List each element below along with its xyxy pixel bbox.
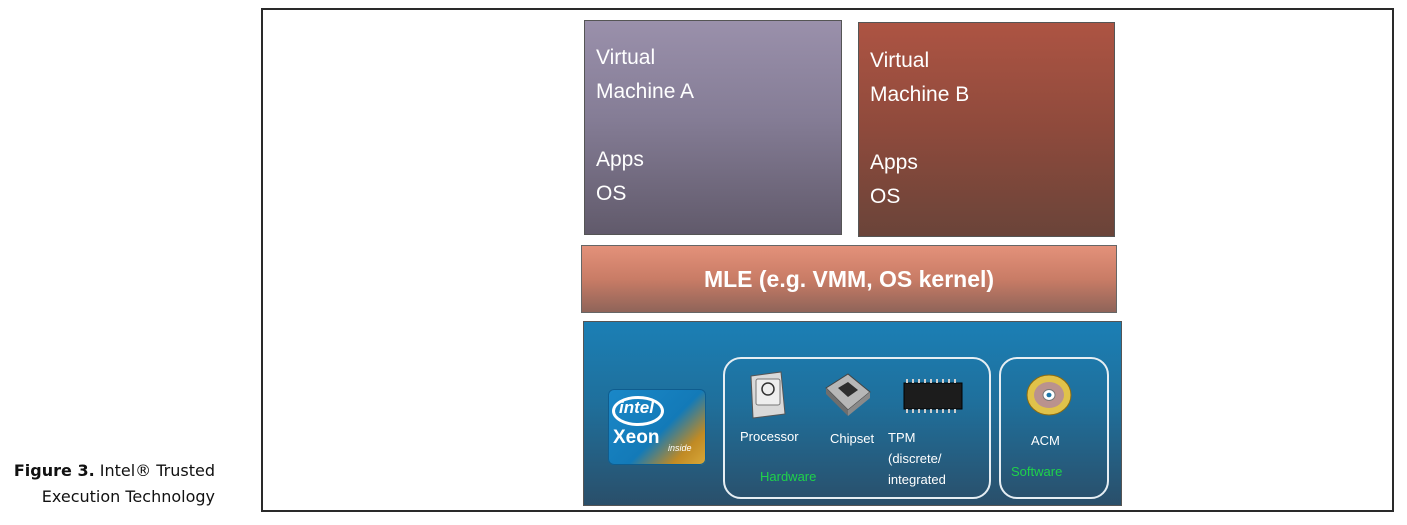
vm-a-line2: Machine A xyxy=(596,80,695,103)
badge-tag: inside xyxy=(668,443,692,453)
mle-label: MLE (e.g. VMM, OS kernel) xyxy=(703,266,995,292)
virtual-machine-a-box: Virtual Machine A Apps OS xyxy=(584,20,842,235)
vm-b-os: OS xyxy=(870,185,901,208)
vm-a-line1: Virtual xyxy=(596,46,656,69)
processor-label: Processor xyxy=(740,429,799,444)
intel-xeon-logo: intel Xeon inside xyxy=(608,389,706,465)
badge-product: Xeon xyxy=(613,427,660,448)
tpm-label-line1: TPM xyxy=(888,430,916,445)
diagram-frame xyxy=(261,8,1394,512)
figure-caption: Figure 3. Intel® Trusted Execution Techn… xyxy=(0,458,215,510)
hardware-group-label: Hardware xyxy=(760,469,817,484)
processor-icon xyxy=(750,371,786,419)
mle-layer: MLE (e.g. VMM, OS kernel) xyxy=(581,245,1117,313)
hardware-group xyxy=(723,357,991,499)
vm-b-line1: Virtual xyxy=(870,49,930,72)
chipset-icon xyxy=(825,373,871,416)
hardware-layer: intel Xeon inside Processor Chipset TPM … xyxy=(583,321,1122,506)
badge-brand: intel xyxy=(619,398,654,417)
caption-prefix: Figure 3. xyxy=(13,461,95,480)
virtual-machine-b-box: Virtual Machine B Apps OS xyxy=(858,22,1115,237)
chipset-label: Chipset xyxy=(830,431,875,446)
caption-line1: Intel® Trusted xyxy=(94,461,215,480)
tpm-label-line2: (discrete/ xyxy=(888,451,942,466)
tpm-label-line3: integrated xyxy=(888,472,946,487)
vm-b-apps: Apps xyxy=(870,151,918,174)
cd-disc-icon xyxy=(1026,374,1072,416)
vm-a-apps: Apps xyxy=(596,148,644,171)
software-group xyxy=(999,357,1109,499)
software-group-label: Software xyxy=(1011,464,1063,479)
vm-a-os: OS xyxy=(596,182,627,205)
tpm-chip-icon xyxy=(903,379,963,413)
acm-label: ACM xyxy=(1031,433,1060,448)
vm-b-line2: Machine B xyxy=(870,83,970,106)
caption-line2: Execution Technology xyxy=(41,487,215,506)
